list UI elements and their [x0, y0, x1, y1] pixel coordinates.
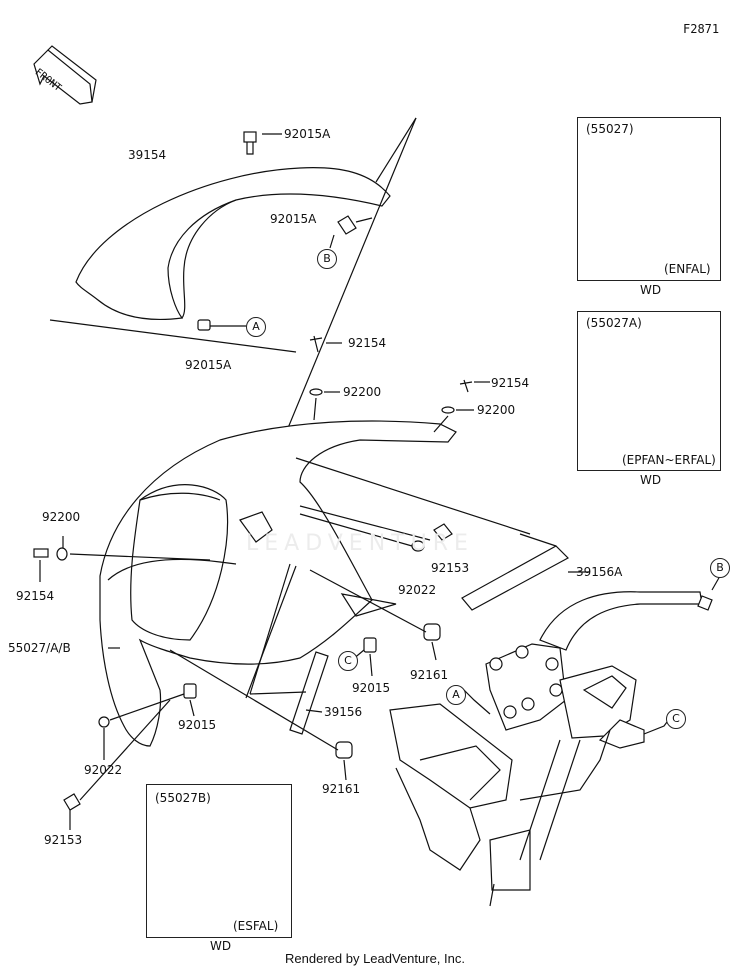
- callout-92200-c[interactable]: 92200: [42, 510, 81, 524]
- inset-55027: (55027) (ENFAL): [577, 117, 721, 281]
- inset-55027A: (55027A) (EPFAN~ERFAL): [577, 311, 721, 471]
- strip-39156A-shape: [461, 545, 569, 611]
- inset-55027B-variant: (ESFAL): [233, 919, 279, 933]
- ref-circle-C-left: C: [338, 651, 358, 671]
- callout-92015-b[interactable]: 92015: [178, 718, 217, 732]
- inset-55027B-caption: WD: [210, 939, 232, 953]
- callout-92154-b[interactable]: 92154: [491, 376, 530, 390]
- callout-39154[interactable]: 39154: [128, 148, 167, 162]
- callout-92015A-low[interactable]: 92015A: [185, 358, 232, 372]
- figure-code: F2871: [683, 22, 720, 36]
- callout-92015-a[interactable]: 92015: [352, 681, 391, 695]
- callout-92154-a[interactable]: 92154: [348, 336, 387, 350]
- inset-55027A-title: (55027A): [586, 316, 642, 330]
- inset-55027A-caption: WD: [640, 473, 662, 487]
- callout-92200-b[interactable]: 92200: [477, 403, 516, 417]
- callout-92161-a[interactable]: 92161: [410, 668, 449, 682]
- callout-92022-b[interactable]: 92022: [84, 763, 123, 777]
- watermark: LEADVENTURE: [246, 531, 474, 556]
- callout-92153-a[interactable]: 92153: [431, 561, 470, 575]
- callout-92154-c[interactable]: 92154: [16, 589, 55, 603]
- callout-39156A[interactable]: 39156A: [576, 565, 623, 579]
- inset-55027B: (55027B) (ESFAL): [146, 784, 292, 938]
- callout-55027AB[interactable]: 55027/A/B: [8, 641, 71, 655]
- callout-92200-a[interactable]: 92200: [343, 385, 382, 399]
- strip-39156-shape: [289, 651, 329, 735]
- callout-39156[interactable]: 39156: [324, 705, 363, 719]
- inset-55027B-title: (55027B): [155, 791, 211, 805]
- ref-circle-C-right: C: [666, 709, 686, 729]
- inset-55027-caption: WD: [640, 283, 662, 297]
- ref-circle-B-upper: B: [317, 249, 337, 269]
- callout-92022-a[interactable]: 92022: [398, 583, 437, 597]
- callout-92161-b[interactable]: 92161: [322, 782, 361, 796]
- headlight-bracket-shape: [389, 575, 721, 907]
- callout-92015A-mid[interactable]: 92015A: [270, 212, 317, 226]
- callout-92015A-top[interactable]: 92015A: [284, 127, 331, 141]
- callout-92153-b[interactable]: 92153: [44, 833, 83, 847]
- ref-circle-A-upper: A: [246, 317, 266, 337]
- inset-55027A-variant: (EPFAN~ERFAL): [622, 453, 716, 467]
- ref-circle-A-lower: A: [446, 685, 466, 705]
- windshield-shape: [75, 167, 391, 320]
- footer-credit: Rendered by LeadVenture, Inc.: [285, 951, 465, 966]
- inset-55027-variant: (ENFAL): [664, 262, 711, 276]
- front-arrow-icon: [33, 45, 97, 105]
- ref-circle-B-right: B: [710, 558, 730, 578]
- inset-55027-title: (55027): [586, 122, 634, 136]
